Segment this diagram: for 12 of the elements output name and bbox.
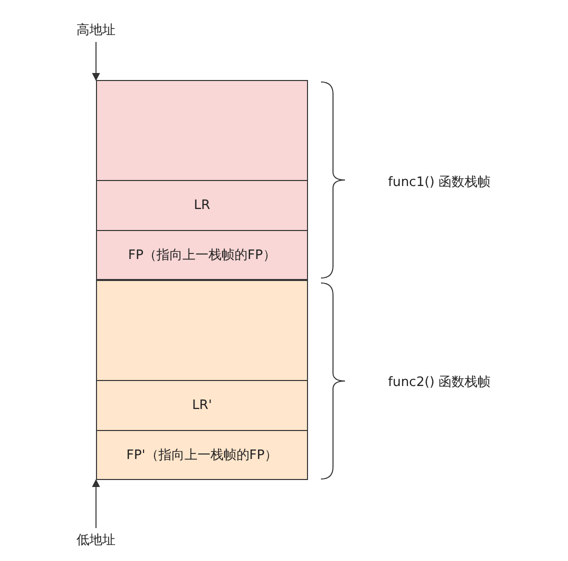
arrow bbox=[92, 42, 100, 81]
address-label: 高地址 bbox=[66, 20, 126, 40]
frame-label: func1() 函数栈帧 bbox=[388, 174, 491, 191]
stack-cell: FP（指向上一栈帧的FP） bbox=[96, 230, 308, 280]
frame-label: func2() 函数栈帧 bbox=[388, 374, 491, 391]
stack-cell: LR' bbox=[96, 380, 308, 431]
arrow bbox=[92, 479, 100, 528]
stack-cell: FP'（指向上一栈帧的FP） bbox=[96, 430, 308, 480]
stack-cell: LR bbox=[96, 180, 308, 231]
stack-cell bbox=[96, 280, 308, 381]
address-label: 低地址 bbox=[66, 530, 126, 550]
stack-cell bbox=[96, 80, 308, 181]
